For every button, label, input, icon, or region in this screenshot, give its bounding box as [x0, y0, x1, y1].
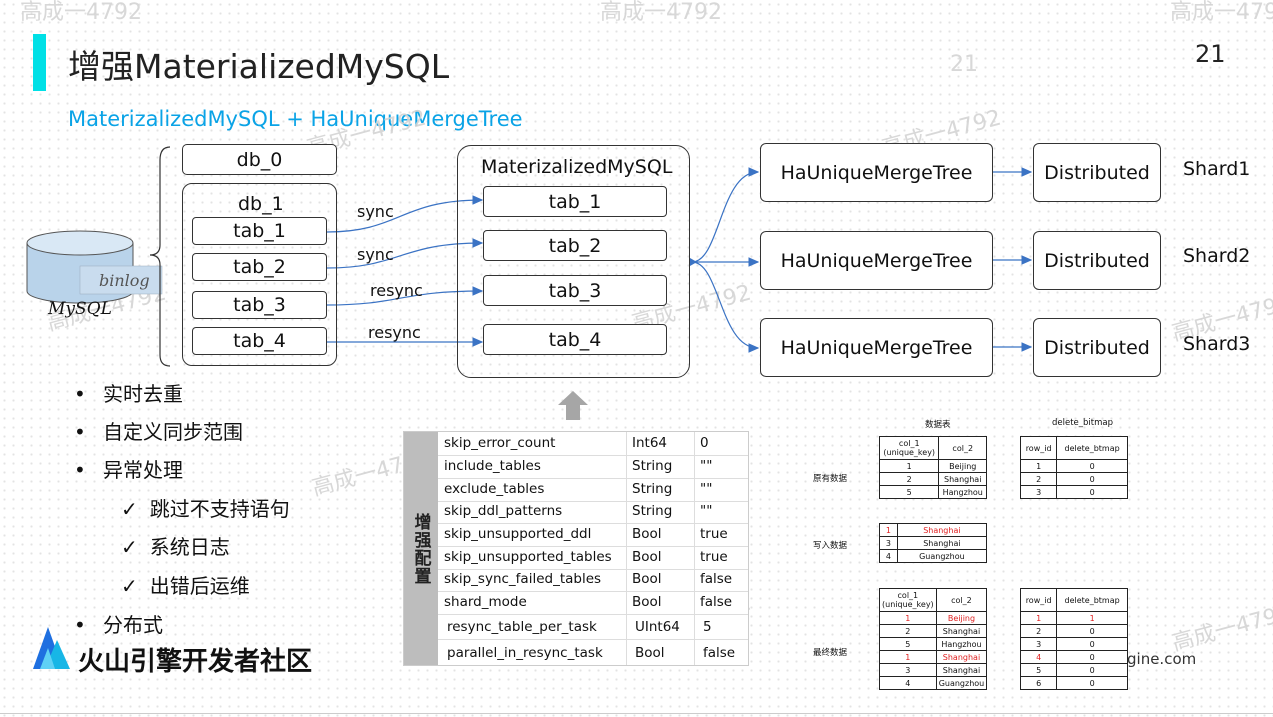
label-original: 原有数据	[813, 474, 848, 484]
watermark: 高成一4792	[600, 0, 722, 25]
shard-2-label: Shard2	[1183, 245, 1251, 267]
label-final: 最终数据	[813, 648, 848, 658]
title-accent-bar	[33, 34, 46, 91]
page-number: 21	[1195, 40, 1226, 68]
page-subtitle: MaterizalizedMySQL + HaUniqueMergeTree	[68, 107, 523, 131]
db-1-label: db_1	[238, 193, 284, 215]
check-icon: ✓	[121, 497, 138, 521]
sub-bullet-item: ✓系统日志	[121, 535, 230, 559]
watermark-page: 21	[950, 52, 978, 77]
fanout-arrow-1	[691, 167, 760, 263]
mat-tab-4: tab_4	[483, 324, 667, 355]
volcano-logo-icon	[33, 627, 70, 669]
ha-unique-merge-tree-2: HaUniqueMergeTree	[760, 231, 993, 290]
url-fragment: gine.com	[1127, 650, 1197, 668]
bullet-item: •异常处理	[74, 458, 183, 482]
bitmap-title: delete_bitmap	[1052, 418, 1114, 428]
brand-logo-text: 火山引擎开发者社区	[78, 647, 313, 677]
shard-3-label: Shard3	[1183, 333, 1251, 355]
mysql-label: MySQL	[48, 299, 112, 319]
left-tab-2: tab_2	[192, 253, 327, 281]
up-arrow-icon	[558, 391, 588, 420]
label-write: 写入数据	[813, 541, 848, 551]
bullet-item: •实时去重	[74, 382, 183, 406]
left-tab-1: tab_1	[192, 217, 327, 245]
fanout-arrow-3	[691, 261, 760, 353]
watermark: 高成一4792	[1170, 0, 1273, 25]
distributed-2: Distributed	[1033, 231, 1161, 290]
sub-bullet-item: ✓出错后运维	[121, 574, 250, 598]
bullet-item: •分布式	[74, 613, 163, 637]
ha-unique-merge-tree-3: HaUniqueMergeTree	[760, 318, 993, 377]
distributed-1: Distributed	[1033, 143, 1161, 202]
edge-label-sync: sync	[357, 202, 394, 221]
edge-label-resync: resync	[368, 323, 421, 342]
resync-arrow-3	[326, 286, 484, 306]
sync-arrow-2	[326, 238, 484, 269]
mat-tab-2: tab_2	[483, 230, 667, 261]
brace	[149, 146, 171, 367]
ha-unique-merge-tree-1: HaUniqueMergeTree	[760, 143, 993, 202]
mysql-database-icon	[26, 230, 163, 304]
left-tab-3: tab_3	[192, 291, 327, 319]
check-icon: ✓	[121, 535, 138, 559]
binlog-label: binlog	[99, 271, 150, 290]
watermark: 高成一4792	[20, 0, 142, 25]
db-0-box: db_0	[182, 144, 337, 175]
edge-label-sync: sync	[357, 245, 394, 264]
data-table-title: 数据表	[925, 420, 951, 430]
edge-label-resync: resync	[370, 281, 423, 300]
left-tab-4: tab_4	[192, 327, 327, 355]
db-1-group	[182, 183, 337, 366]
check-icon: ✓	[121, 574, 138, 598]
shard-1-label: Shard1	[1183, 158, 1251, 180]
footer-divider	[0, 713, 1273, 714]
sync-arrow-1	[326, 195, 484, 233]
sub-bullet-item: ✓跳过不支持语句	[121, 497, 290, 521]
materialized-title: MaterizalizedMySQL	[481, 156, 673, 178]
config-side-label: 增强配置	[404, 432, 438, 665]
mat-tab-1: tab_1	[483, 186, 667, 217]
materialized-mysql-group	[457, 145, 690, 378]
distributed-3: Distributed	[1033, 318, 1161, 377]
mat-tab-3: tab_3	[483, 275, 667, 306]
bullet-item: •自定义同步范围	[74, 420, 243, 444]
page-title: 增强MaterializedMySQL	[68, 47, 450, 86]
